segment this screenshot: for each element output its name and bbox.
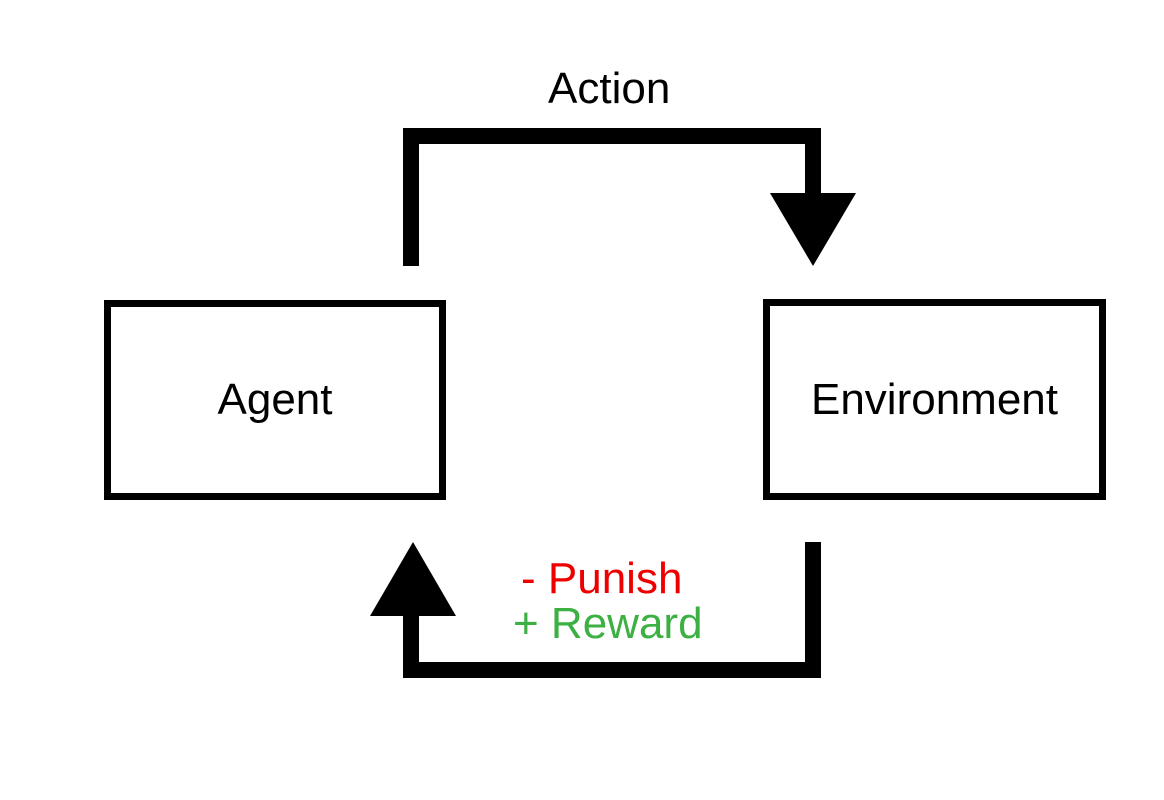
feedback-arrow	[370, 542, 821, 678]
environment-node-label: Environment	[810, 374, 1058, 424]
punish-edge-label: - Punish	[521, 554, 683, 603]
feedback-arrow-line	[403, 542, 821, 678]
action-arrow	[403, 128, 856, 266]
agent-node: Agent	[104, 300, 446, 500]
environment-node: Environment	[763, 299, 1106, 500]
feedback-arrow-head	[370, 542, 456, 616]
action-edge-label: Action	[548, 64, 671, 113]
action-arrow-head	[770, 193, 856, 266]
action-arrow-line	[403, 128, 821, 266]
agent-node-label: Agent	[217, 375, 333, 424]
reward-edge-label: + Reward	[513, 599, 703, 648]
